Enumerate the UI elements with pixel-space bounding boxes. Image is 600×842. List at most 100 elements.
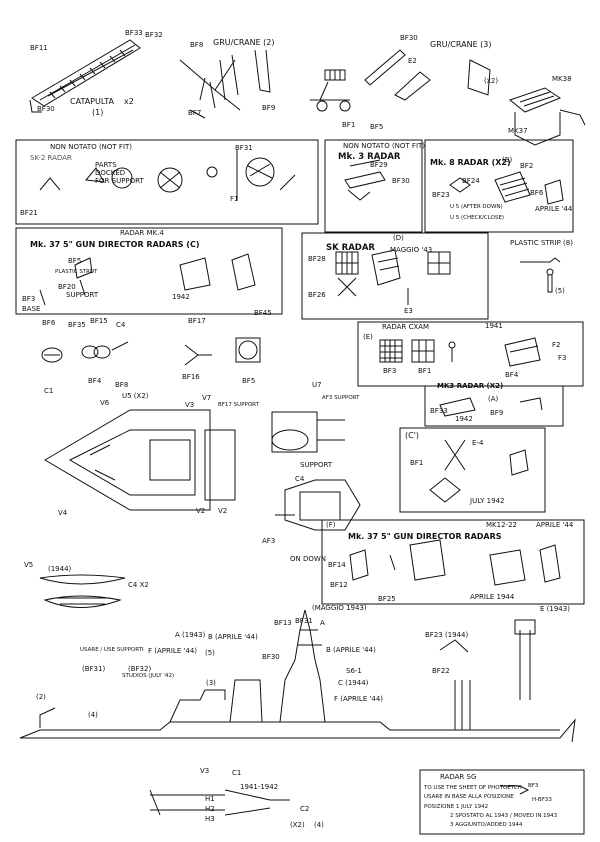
profile-label-bf23: BF23 (1944) [425,631,469,639]
lower-v3: V3 [200,767,210,775]
mk4-drawing [39,253,256,306]
deck-part-bf17: BF17 [188,317,206,325]
box-c-prime [399,427,546,513]
lower-h1: H1 [205,795,215,803]
sk-part-e3: E3 [404,307,413,315]
cxam-title: RADAR CXAM [382,323,430,331]
box-sk-radar [301,232,489,320]
mk37-part-bf12: BF12 [330,581,348,589]
bridge-part-v3: V3 [185,401,195,409]
aft-plan-drawing [275,479,361,531]
aft-part-af3: AF3 SUPPORT [322,395,360,401]
plastic-strip-drawing [520,257,561,293]
mk3-small-part-bf9: BF9 [490,409,504,417]
mk3-part-bf29: BF29 [370,161,388,169]
crane-2-part-bf7: BF7 [188,109,202,117]
crane-2-title: GRU/CRANE (2) [213,38,275,47]
mk4-part-bf3: BF3 [22,295,36,303]
bridge-part-bf17: BF17 SUPPORT [218,402,259,408]
legend-line1: TO USE THE SHEET OF PHOTOETCH [424,785,522,791]
mk8-drawing [449,171,564,205]
cxam-part-bf1: BF1 [418,367,432,375]
bridge-plan-drawing [44,409,236,511]
deck-part-bf35: BF35 [68,321,86,329]
mk4-title: RADAR MK.4 [120,229,164,237]
cxam-part-bf4: BF4 [505,371,519,379]
mk37-note: MK12-22 [486,521,517,529]
lower-year: 1941-1942 [240,783,279,791]
mk4-part-plastic: PLASTIC STRUT [55,269,98,275]
cxam-part-f2: F2 [552,341,561,349]
boats-title: V5 [24,561,34,569]
legend-line2: USARE IN BASE ALLA POSIZIONE [424,794,514,800]
bridge-part-v2-b: V2 [218,507,228,515]
sk-part-bf28: BF28 [308,255,326,263]
boats-part: C4 X2 [128,581,149,589]
lower-h3: H3 [205,815,215,823]
aft-part-support: SUPPORT [300,461,333,469]
mk4-part-base: BASE [22,305,41,313]
profile-label-bf30: BF30 [262,653,280,661]
box-cxam [357,321,584,387]
legend-arrow [500,785,530,795]
crane-2-drawing [179,49,271,119]
aft-detail-drawing [271,411,345,453]
box-mk8 [424,139,574,233]
mk38-label: MK38 [552,75,572,83]
crane-3-qty: (x2) [484,77,499,85]
mk4-year: 1942 [172,293,190,301]
profile-label-b: B (APRILE '44) [326,646,376,654]
mk38-drawing [508,87,586,146]
legend-box [419,769,585,835]
deck-part-c4: C4 [116,321,126,329]
mk3-sub: NON NOTATO (NOT FIT) [343,142,426,150]
lower-x2: (X2) [290,821,305,829]
catapult-part-bf33: BF33 [125,29,143,37]
profile-label-bf22: BF22 [432,667,450,675]
deck-part-bf15: BF15 [90,317,108,325]
radar-unknown-part-bf31: BF31 [235,144,253,152]
mk8-note: APRILE '44 [535,205,573,213]
legend-part-bf3: BF3 [528,783,539,789]
deck-part-bf8: BF8 [115,381,129,389]
lower-c1: C1 [232,769,242,777]
profile-label-f: F (APRILE '44) [334,695,384,703]
radar-unknown-part-docked: DOCKED [95,169,126,177]
radar-unknown-part-support: FOR SUPPORT [95,177,144,185]
mk8-part-bf6: BF6 [530,189,544,197]
catapult-part-bf32: BF32 [145,31,163,39]
mk3-small-part-bf33: BF33 [430,407,448,415]
legend-pos3: 3 AGGIUNTO/ADDED 1944 [450,822,523,828]
mk3-small-year: 1942 [455,415,473,423]
aft-plan-c4: C4 [295,475,305,483]
catapult-part-bf11: BF11 [30,44,48,52]
deck-part-c1: C1 [44,387,54,395]
deck-part-bf45: BF45 [254,309,272,317]
crane-3-drawing [310,49,491,112]
mk8-part-bf24: BF24 [462,177,480,185]
lower-h2: H2 [205,805,215,813]
sk-radar-drawing [335,249,451,305]
profile-label-studios: STUDIOS (JULY '42) [122,673,175,679]
deck-part-bf5: BF5 [242,377,256,385]
profile-label-bf32: (BF32) [128,665,152,673]
profile-label-e1943: E (1943) [540,605,570,613]
legend-pos1: POSIZIONE 1 JULY 1942 [424,804,489,810]
legend-pos2: 2 SPOSTATO AL 1943 / MOVED IN 1943 [450,813,558,819]
mk4-part-bf20: BF20 [58,283,76,291]
sk-letter: (D) [393,234,404,242]
boats-year: (1944) [48,565,72,573]
aft-plan-af3: AF3 [262,537,276,545]
profile-label-b44: B (APRILE '44) [208,633,258,641]
mk37-part-bf14: BF14 [328,561,346,569]
mk3-title: Mk. 3 RADAR [338,152,401,162]
c-prime-note: JULY 1942 [470,497,505,505]
mk37-part-bf25: BF25 [378,595,396,603]
bridge-part-v7: V7 [202,394,212,402]
crane-3-title: GRU/CRANE (3) [430,40,492,49]
mk4-part-support: SUPPORT [66,291,99,299]
deck-part-bf16: BF16 [182,373,200,381]
lower-parts-drawing [149,789,290,816]
mk38-part-mk37: MK37 [508,127,528,135]
